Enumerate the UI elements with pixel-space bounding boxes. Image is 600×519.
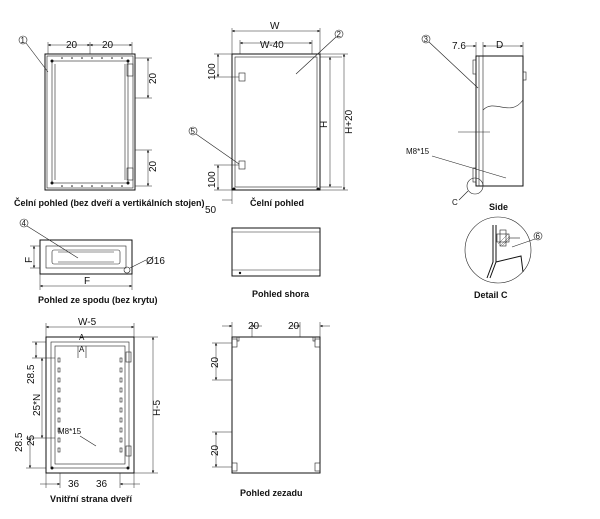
caption-top: Pohled shora xyxy=(252,289,310,299)
dim-top-right: 20 xyxy=(102,40,114,51)
dim-h20: H+20 xyxy=(344,109,355,134)
dim-right-top: 20 xyxy=(148,72,159,84)
caption-side: Side xyxy=(489,202,508,212)
side-view: 7.6 D 3 M8*15 C Side xyxy=(406,34,527,212)
dim-h: H xyxy=(319,121,330,128)
dim-bottom: 50 xyxy=(205,205,217,216)
label-m8-door: M8*15 xyxy=(58,427,82,436)
callout-1: 1 xyxy=(21,36,26,45)
dim-w40: W-40 xyxy=(260,40,284,51)
rear-view: 20 20 20 20 Pohled zezadu xyxy=(210,321,330,498)
rear-dim-left-top: 20 xyxy=(210,356,221,368)
caption-rear: Pohled zezadu xyxy=(240,488,303,498)
caption-front-no-door: Čelní pohled (bez dveří a vertikálních s… xyxy=(14,197,205,208)
inner-door-view: A A W-5 H-5 28.5 25*N 28.5 25 xyxy=(14,317,163,504)
rear-dim-left-bottom: 20 xyxy=(210,444,221,456)
dim-f-left: F xyxy=(24,257,35,263)
label-c: C xyxy=(452,198,458,207)
dim-28-5-top: 28.5 xyxy=(26,364,37,384)
perforations-left xyxy=(57,357,61,453)
callout-3: 3 xyxy=(424,35,429,44)
dim-h5: H-5 xyxy=(152,399,163,416)
callout-4: 4 xyxy=(22,219,27,228)
rear-dim-top-right: 20 xyxy=(288,321,300,332)
callout-2: 2 xyxy=(337,30,342,39)
dim-left-top: 100 xyxy=(207,63,218,80)
bottom-view: F F Ø16 4 Pohled ze spodu (bez krytu) xyxy=(19,218,165,305)
label-a-1: A xyxy=(79,333,85,342)
dim-7-6: 7.6 xyxy=(452,41,466,52)
dim-top-left: 20 xyxy=(66,40,78,51)
dim-d: D xyxy=(496,40,503,51)
caption-inner-door: Vnitřní strana dveří xyxy=(50,494,133,504)
front-view: W W-40 H H+20 100 100 50 2 5 Čelní pohl xyxy=(188,21,355,216)
dim-36-right: 36 xyxy=(96,479,108,490)
dim-28-5-bottom: 28.5 xyxy=(14,432,25,452)
front-no-door-view: 20 20 20 20 1 Čelní pohled (bez dveří a … xyxy=(14,35,205,208)
dim-w5: W-5 xyxy=(78,317,97,328)
caption-front: Čelní pohled xyxy=(250,197,304,208)
dim-36-left: 36 xyxy=(68,479,80,490)
dim-right-bottom: 20 xyxy=(148,160,159,172)
dim-w: W xyxy=(270,21,280,32)
dim-25n: 25*N xyxy=(32,394,43,416)
dim-diameter: Ø16 xyxy=(146,256,165,267)
hole-row-bottom xyxy=(61,185,123,187)
label-a-2: A xyxy=(79,345,85,354)
callout-6: 6 xyxy=(536,232,541,241)
hole-row-top xyxy=(61,57,123,59)
caption-bottom: Pohled ze spodu (bez krytu) xyxy=(38,295,158,305)
dim-f-bottom: F xyxy=(84,276,90,287)
caption-detail-c: Detail C xyxy=(474,290,508,300)
detail-c-view: 6 Detail C xyxy=(464,216,543,300)
top-view: Pohled shora xyxy=(231,227,321,299)
label-m8-side: M8*15 xyxy=(406,147,430,156)
perforations-right xyxy=(119,357,123,453)
callout-5: 5 xyxy=(191,127,196,136)
rear-dim-top-left: 20 xyxy=(248,321,260,332)
dim-25: 25 xyxy=(26,434,37,446)
dim-left-bottom: 100 xyxy=(207,171,218,188)
